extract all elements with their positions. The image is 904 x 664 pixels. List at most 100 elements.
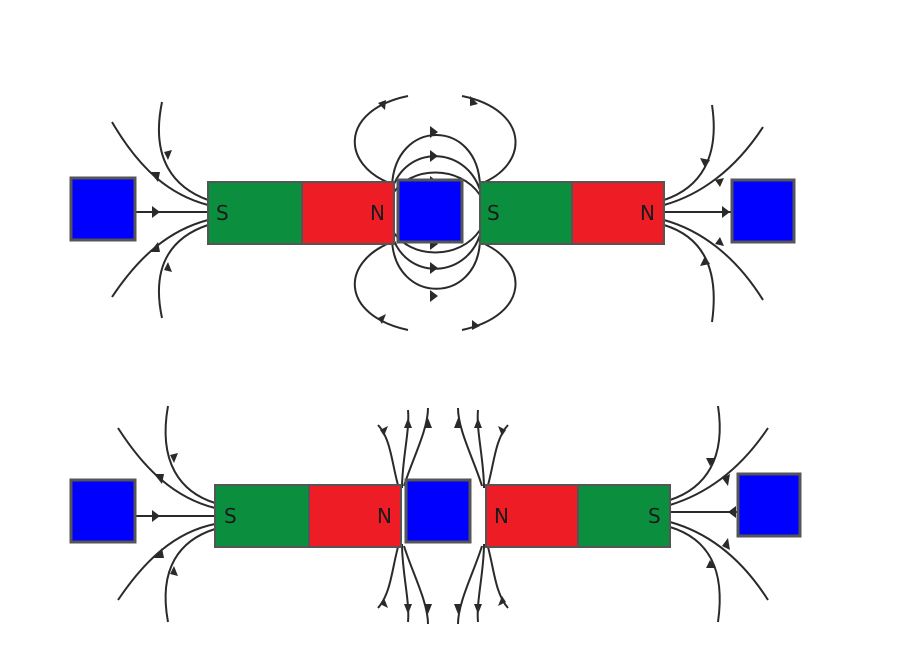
arrowhead bbox=[404, 418, 412, 428]
arrowhead bbox=[170, 566, 178, 576]
arrowhead bbox=[470, 96, 478, 106]
pole-label-s: S bbox=[216, 201, 229, 225]
north-pole-segment bbox=[571, 181, 665, 245]
field-line bbox=[354, 241, 409, 331]
field-line bbox=[669, 405, 721, 501]
pole-label-n: N bbox=[640, 201, 655, 225]
field-line bbox=[164, 405, 216, 504]
field-line bbox=[354, 95, 409, 185]
arrowhead bbox=[498, 426, 506, 436]
arrowhead bbox=[170, 453, 178, 463]
top-magnet-left: S N bbox=[207, 181, 395, 245]
blue-square-center bbox=[396, 178, 464, 244]
arrowhead bbox=[378, 100, 386, 110]
arrowhead bbox=[728, 506, 736, 518]
south-pole-segment bbox=[207, 181, 303, 245]
arrowhead bbox=[722, 538, 730, 550]
arrowhead bbox=[700, 158, 710, 168]
field-line bbox=[403, 545, 429, 625]
field-line bbox=[663, 219, 764, 301]
field-line bbox=[377, 539, 401, 609]
field-line bbox=[476, 409, 485, 489]
north-pole-segment bbox=[301, 181, 395, 245]
field-line bbox=[669, 521, 769, 601]
arrowhead bbox=[424, 604, 432, 614]
bottom-row: S N N S bbox=[69, 405, 802, 625]
top-magnet-right: S N bbox=[479, 181, 665, 245]
bottom-arrows bbox=[152, 418, 736, 614]
pole-label-s: S bbox=[648, 504, 661, 528]
north-pole-segment bbox=[485, 484, 579, 548]
arrowhead bbox=[715, 178, 724, 187]
blue-square-center bbox=[404, 478, 472, 544]
pole-label-s: S bbox=[224, 504, 237, 528]
arrowhead bbox=[706, 458, 716, 466]
arrowhead bbox=[454, 418, 462, 428]
arrowhead bbox=[150, 242, 160, 252]
field-line bbox=[663, 104, 715, 201]
field-line bbox=[461, 241, 517, 331]
arrowhead bbox=[474, 604, 482, 614]
blue-square-right bbox=[736, 472, 802, 538]
arrowhead bbox=[154, 548, 164, 558]
field-line bbox=[669, 526, 721, 623]
field-line bbox=[485, 539, 509, 609]
field-line bbox=[663, 224, 715, 323]
arrowhead bbox=[378, 314, 386, 324]
south-pole-segment bbox=[479, 181, 573, 245]
blue-square-left bbox=[69, 176, 137, 242]
top-row: S N S N bbox=[69, 95, 796, 331]
arrowhead bbox=[706, 560, 716, 568]
pole-label-s: S bbox=[487, 201, 500, 225]
south-pole-segment bbox=[214, 484, 310, 548]
field-line bbox=[663, 126, 764, 206]
arrowhead bbox=[498, 596, 506, 606]
blue-square-right bbox=[730, 178, 796, 244]
top-arrows bbox=[150, 96, 730, 330]
field-line bbox=[157, 101, 209, 201]
arrowhead bbox=[152, 206, 160, 218]
arrowhead bbox=[164, 262, 172, 272]
field-line bbox=[457, 407, 483, 487]
field-line bbox=[476, 543, 485, 623]
arrowhead bbox=[380, 598, 388, 608]
arrowhead bbox=[430, 262, 438, 274]
pole-label-n: N bbox=[494, 504, 509, 528]
arrowhead bbox=[454, 604, 462, 614]
arrowhead bbox=[424, 418, 432, 428]
arrowhead bbox=[150, 172, 160, 182]
arrowhead bbox=[430, 150, 438, 162]
arrowhead bbox=[164, 150, 172, 160]
bottom-magnet-right: N S bbox=[485, 484, 671, 548]
pole-label-n: N bbox=[370, 201, 385, 225]
field-line bbox=[485, 424, 509, 493]
arrowhead bbox=[152, 510, 160, 522]
arrowhead bbox=[722, 474, 730, 486]
field-line bbox=[457, 545, 483, 625]
field-line bbox=[164, 528, 216, 623]
field-line bbox=[401, 409, 410, 489]
field-line bbox=[401, 543, 410, 623]
field-line bbox=[391, 134, 481, 187]
arrowhead bbox=[430, 290, 438, 302]
arrowhead bbox=[700, 256, 710, 266]
arrowhead bbox=[430, 126, 438, 138]
field-line bbox=[669, 427, 769, 506]
field-line bbox=[391, 239, 481, 290]
field-line bbox=[461, 95, 517, 185]
arrowhead bbox=[474, 418, 482, 428]
arrowhead bbox=[472, 320, 480, 330]
field-line bbox=[403, 407, 429, 487]
north-pole-segment bbox=[308, 484, 402, 548]
south-pole-segment bbox=[577, 484, 671, 548]
arrowhead bbox=[380, 426, 388, 436]
arrowhead bbox=[722, 206, 730, 218]
arrowhead bbox=[404, 604, 412, 614]
blue-square-left bbox=[69, 478, 137, 544]
field-line bbox=[377, 424, 401, 493]
arrowhead bbox=[154, 474, 164, 484]
field-line bbox=[157, 224, 209, 319]
bottom-magnet-left: S N bbox=[214, 484, 402, 548]
arrowhead bbox=[715, 237, 724, 246]
